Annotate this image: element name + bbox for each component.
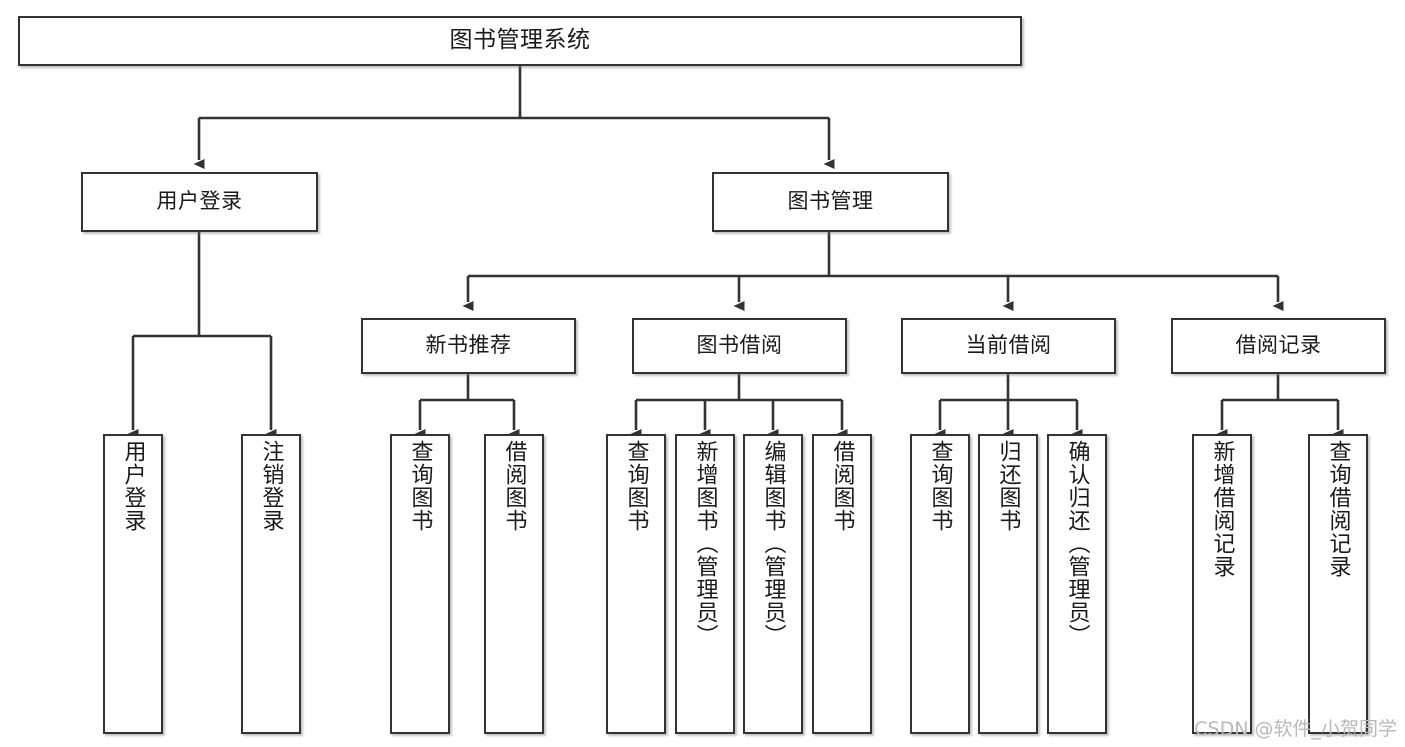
leaf-query-book-1-label: 查询图书 xyxy=(407,440,433,532)
node-borrow-record-label: 借阅记录 xyxy=(1235,333,1322,358)
node-user-login-label: 用户登录 xyxy=(156,189,243,214)
leaf-borrow-book-2-label: 借阅图书 xyxy=(829,440,855,532)
leaf-add-book-admin-label: 新增图书（管理员） xyxy=(692,440,718,647)
node-borrow-record[interactable]: 借阅记录 xyxy=(1171,318,1386,374)
leaf-edit-book-admin-label: 编辑图书（管理员） xyxy=(760,440,786,647)
node-book-borrow[interactable]: 图书借阅 xyxy=(632,318,847,374)
leaf-return-book-label: 归还图书 xyxy=(995,440,1021,532)
leaf-query-book-2[interactable]: 查询图书 xyxy=(606,434,666,734)
leaf-query-borrow-record[interactable]: 查询借阅记录 xyxy=(1308,434,1368,734)
node-root[interactable]: 图书管理系统 xyxy=(18,16,1022,66)
leaf-query-book-1[interactable]: 查询图书 xyxy=(390,434,450,734)
leaf-query-book-3-label: 查询图书 xyxy=(927,440,953,532)
node-user-login[interactable]: 用户登录 xyxy=(81,172,318,232)
csdn-watermark: CSDN @软件_小贺同学 xyxy=(1194,718,1397,740)
leaf-borrow-book-1[interactable]: 借阅图书 xyxy=(484,434,544,734)
leaf-query-borrow-record-label: 查询借阅记录 xyxy=(1325,440,1351,578)
leaf-borrow-book-1-label: 借阅图书 xyxy=(501,440,527,532)
node-new-book-recommend[interactable]: 新书推荐 xyxy=(361,318,576,374)
leaf-borrow-book-2[interactable]: 借阅图书 xyxy=(812,434,872,734)
node-book-borrow-label: 图书借阅 xyxy=(696,333,783,358)
node-current-borrow[interactable]: 当前借阅 xyxy=(901,318,1116,374)
leaf-return-book[interactable]: 归还图书 xyxy=(978,434,1038,734)
leaf-query-book-2-label: 查询图书 xyxy=(623,440,649,532)
node-current-borrow-label: 当前借阅 xyxy=(965,333,1052,358)
leaf-user-login-label: 用户登录 xyxy=(120,440,146,532)
node-book-manage[interactable]: 图书管理 xyxy=(712,172,949,232)
node-book-manage-label: 图书管理 xyxy=(787,189,874,214)
leaf-confirm-return-admin-label: 确认归还（管理员） xyxy=(1064,440,1090,647)
leaf-query-book-3[interactable]: 查询图书 xyxy=(910,434,970,734)
leaf-add-borrow-record[interactable]: 新增借阅记录 xyxy=(1192,434,1252,734)
leaf-confirm-return-admin[interactable]: 确认归还（管理员） xyxy=(1047,434,1107,734)
node-root-label: 图书管理系统 xyxy=(449,27,591,54)
leaf-add-borrow-record-label: 新增借阅记录 xyxy=(1209,440,1235,578)
leaf-logout-login[interactable]: 注销登录 xyxy=(241,434,301,734)
leaf-logout-login-label: 注销登录 xyxy=(258,440,284,532)
leaf-edit-book-admin[interactable]: 编辑图书（管理员） xyxy=(743,434,803,734)
leaf-user-login[interactable]: 用户登录 xyxy=(103,434,163,734)
leaf-add-book-admin[interactable]: 新增图书（管理员） xyxy=(675,434,735,734)
node-new-book-recommend-label: 新书推荐 xyxy=(425,333,512,358)
